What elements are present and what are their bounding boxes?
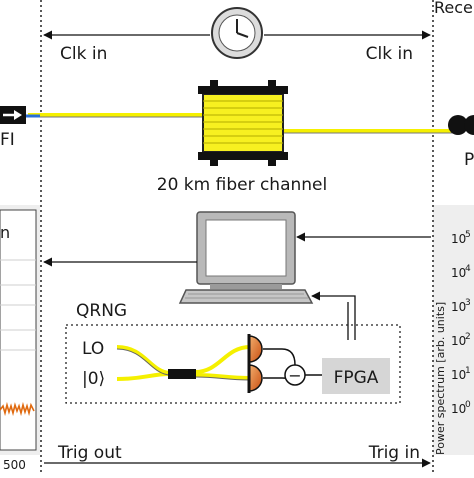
isolator-label: FI [0, 130, 15, 150]
fpga-to-computer-arrow [311, 291, 356, 340]
qrng-title: QRNG [76, 301, 127, 321]
left-plot-partial-label: n [0, 223, 10, 242]
right-plot-tick-exponent: 4 [465, 264, 471, 274]
right-plot-tick-exponent: 1 [465, 366, 471, 376]
isolator-icon [0, 106, 26, 124]
fiber-connector-icon [448, 115, 474, 135]
computer-icon [178, 211, 314, 304]
right-plot-tick-label: 10 [451, 232, 466, 246]
vacuum-label: |0⟩ [82, 369, 105, 389]
photodiode-bottom-icon [247, 363, 263, 393]
right-plot-tick-label: 10 [451, 368, 466, 382]
fpga-label: FPGA [334, 368, 379, 388]
right-plot-panel [433, 205, 474, 455]
left-plot-gridlines [0, 259, 36, 351]
trigger-right-label: Trig in [368, 443, 420, 463]
trigger-left-label: Trig out [57, 443, 122, 463]
beam-splitter-fibers [116, 345, 251, 381]
fpga-box [322, 358, 390, 394]
left-plot-trace [0, 401, 35, 417]
right-plot-ylabel: Power spectrum [arb. units] [434, 302, 447, 455]
clock-icon [211, 7, 263, 59]
receiver-partial-label: Rece [434, 0, 473, 17]
right-plot-tick-label: 10 [451, 402, 466, 416]
fiber-channel-label: 20 km fiber channel [157, 175, 327, 195]
beam-splitter-coupler [168, 369, 196, 379]
fiber-spool-icon [198, 80, 288, 166]
clock-left-label: Clk in [60, 44, 107, 64]
subtractor-symbol: − [288, 366, 301, 385]
right-plot-tick-exponent: 0 [465, 400, 471, 410]
right-plot-tick-label: 10 [451, 266, 466, 280]
left-plot-tick-label: 500 [3, 458, 26, 472]
right-plot-tick-label: 10 [451, 334, 466, 348]
right-plot-tick-exponent: 2 [465, 332, 471, 342]
lo-label: LO [82, 339, 104, 359]
photodiode-top-icon [247, 334, 263, 364]
qrng-box [65, 324, 401, 404]
right-plot-tick-exponent: 5 [465, 230, 471, 240]
right-plot-tick-exponent: 3 [465, 298, 471, 308]
clock-right-label: Clk in [366, 44, 413, 64]
connector-label: P [464, 150, 474, 170]
right-plot-tick-label: 10 [451, 300, 466, 314]
